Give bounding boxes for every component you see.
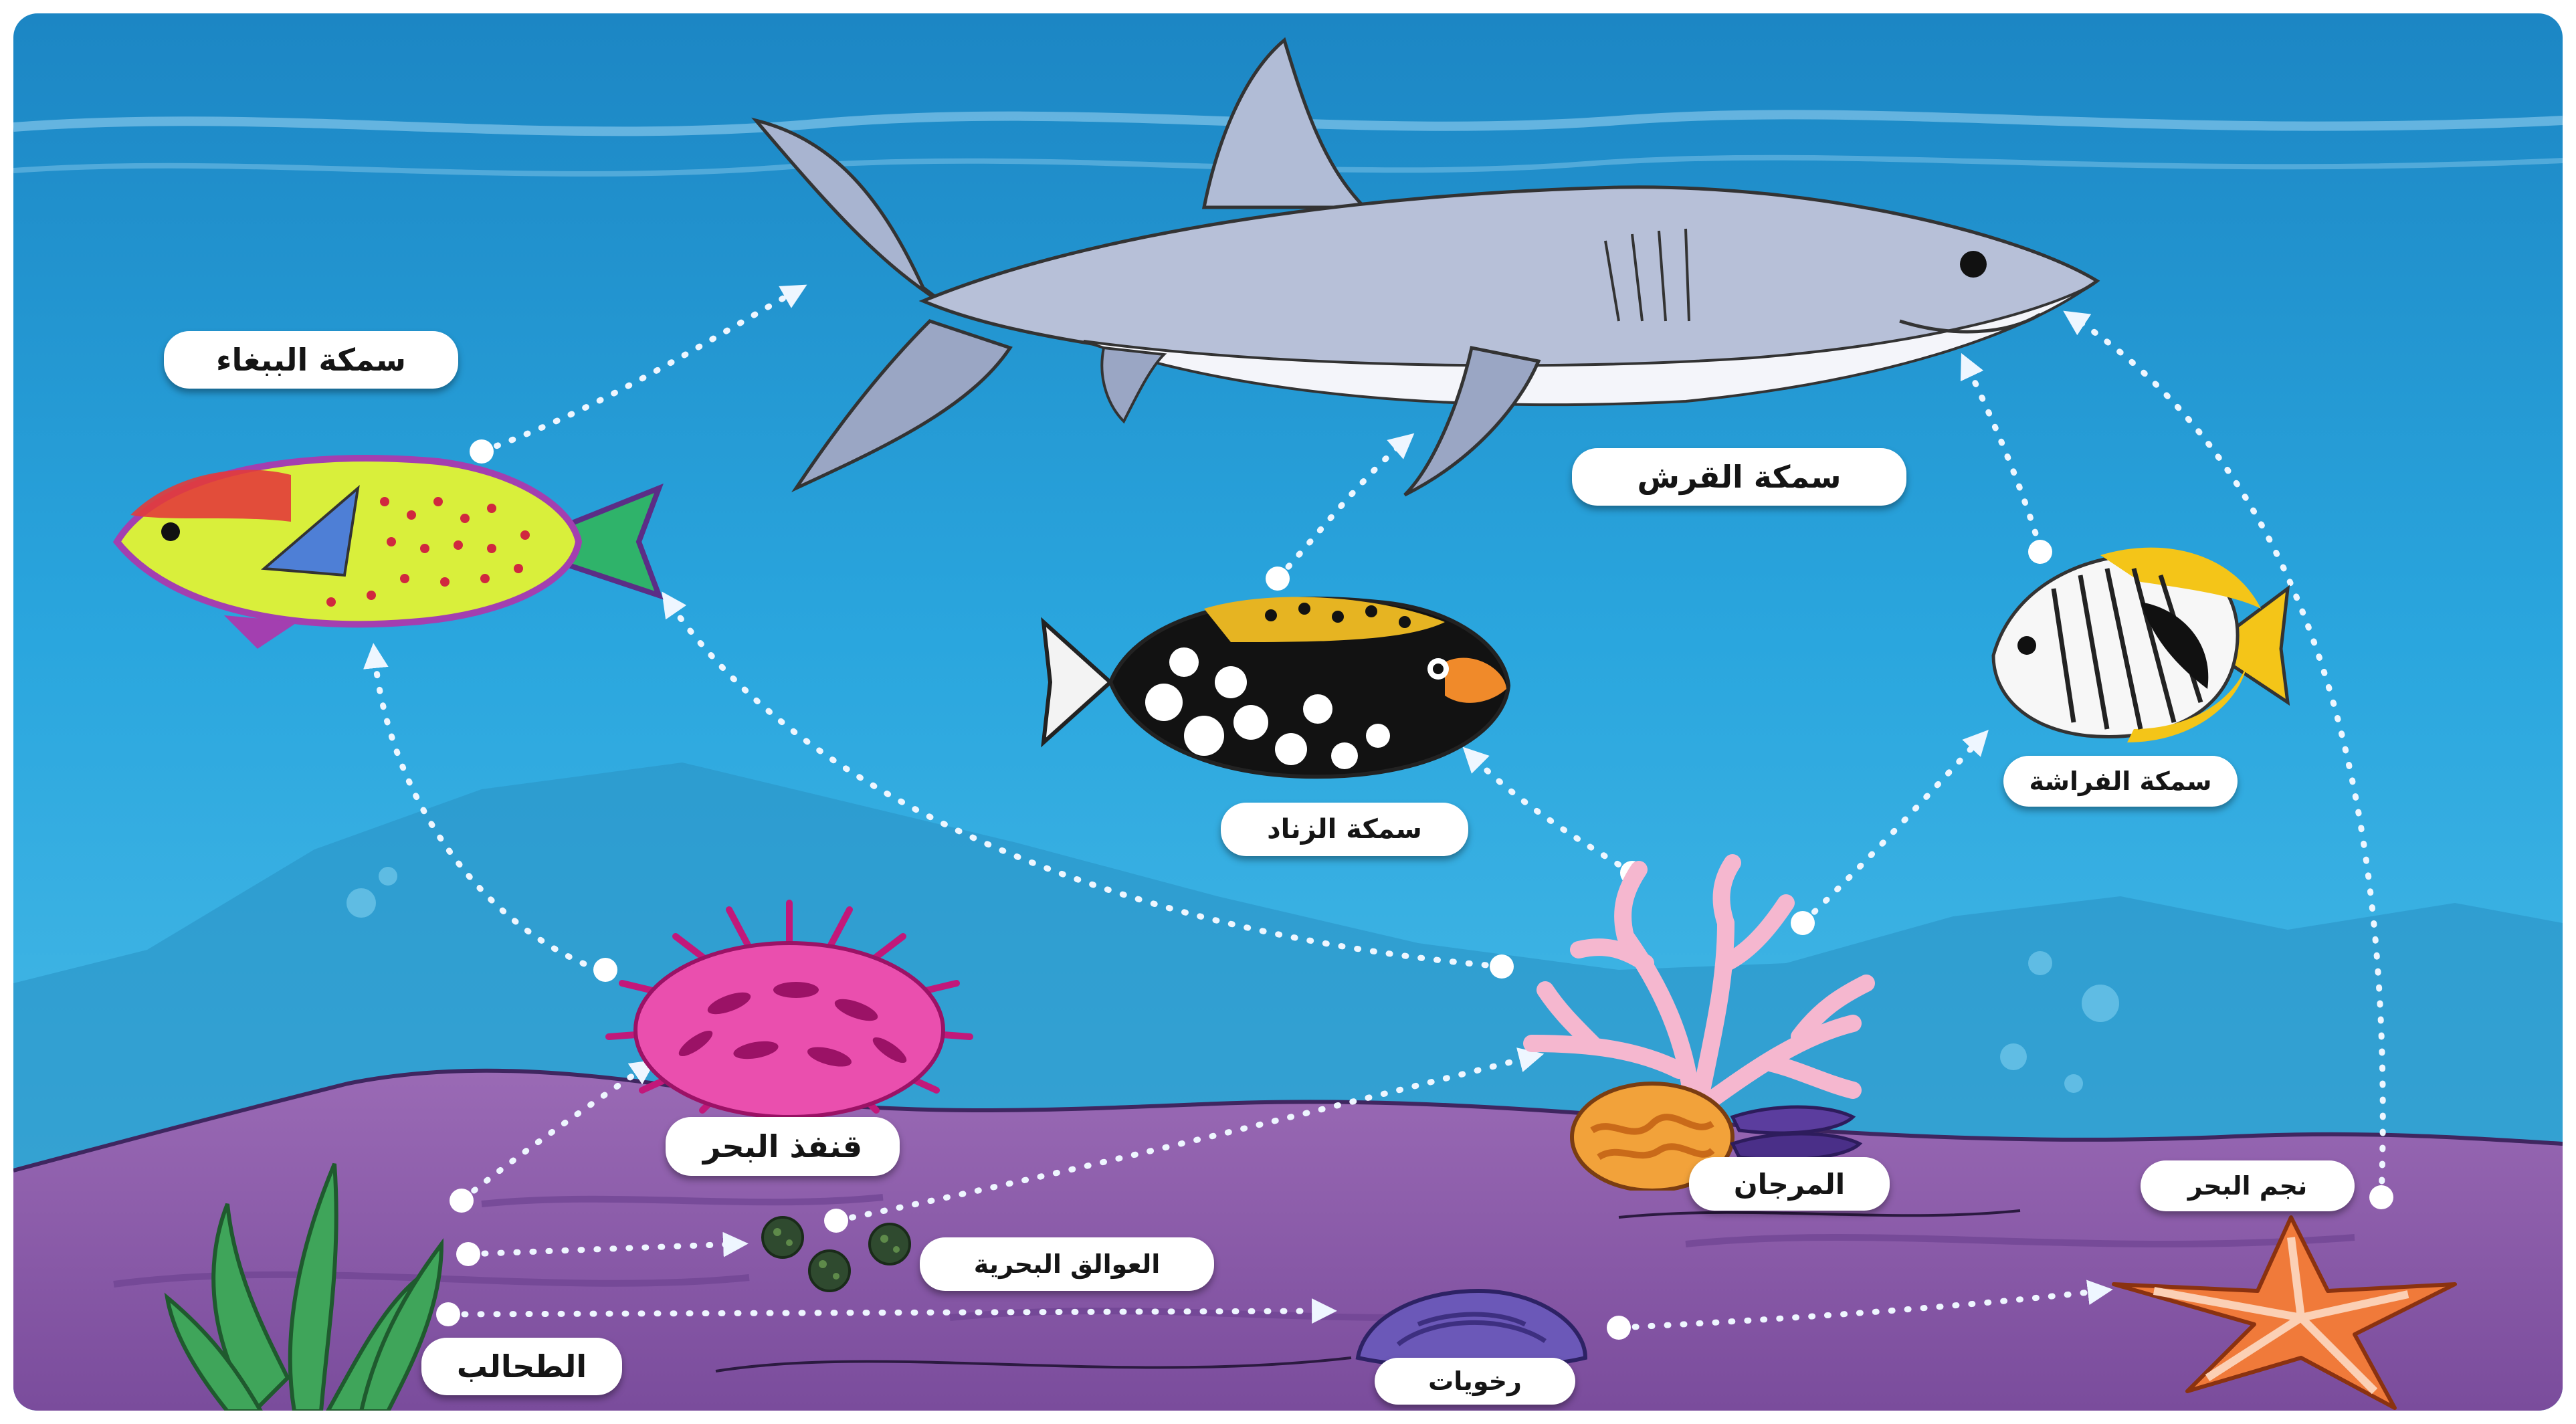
triggerfish-illustration	[1030, 569, 1525, 796]
starfish-illustration	[2107, 1211, 2462, 1411]
label-algae: الطحالب	[421, 1338, 622, 1395]
butterflyfish-illustration	[1967, 528, 2301, 749]
shark-illustration	[749, 33, 2107, 515]
label-parrotfish: سمكة الببغاء	[164, 331, 458, 389]
label-butterflyfish: سمكة الفراشة	[2003, 756, 2238, 807]
parrotfish-illustration	[90, 435, 666, 649]
coral-illustration	[1505, 849, 1920, 1191]
sea-urchin-illustration	[595, 896, 983, 1124]
label-mollusks: رخويات	[1375, 1358, 1575, 1405]
label-shark: سمكة القرش	[1572, 448, 1906, 506]
label-coral: المرجان	[1689, 1157, 1890, 1211]
label-triggerfish: سمكة الزناد	[1221, 803, 1468, 856]
plankton-illustration	[756, 1211, 923, 1298]
label-sea-urchin: قنفذ البحر	[666, 1117, 900, 1176]
label-starfish: نجم البحر	[2141, 1160, 2355, 1211]
food-web-scene: سمكة القرش سمكة الببغاء سمكة الزناد سمكة…	[13, 13, 2563, 1411]
label-plankton: العوالق البحرية	[920, 1237, 1214, 1291]
